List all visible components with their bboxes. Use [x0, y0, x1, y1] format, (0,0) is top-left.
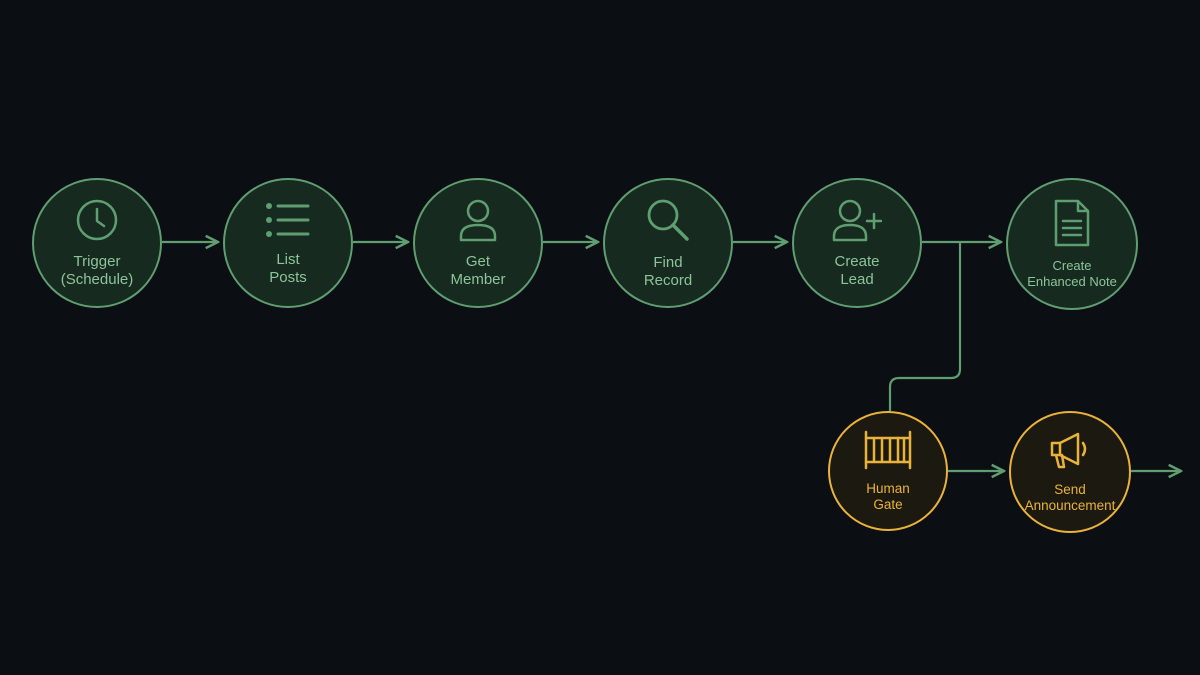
megaphone-icon: [1048, 431, 1092, 476]
node-label: Get Member: [450, 252, 506, 288]
node-list-posts[interactable]: List Posts: [223, 178, 353, 308]
node-label: Create Enhanced Note: [1027, 257, 1117, 289]
node-get-member[interactable]: Get Member: [413, 178, 543, 308]
node-find-record[interactable]: Find Record: [603, 178, 733, 308]
list-icon: [264, 200, 312, 245]
user-icon: [458, 198, 498, 247]
gate-icon: [862, 430, 914, 475]
clock-icon: [75, 198, 119, 247]
node-human-gate[interactable]: Human Gate: [828, 411, 948, 531]
node-label: Find Record: [643, 253, 693, 289]
node-label: Trigger (Schedule): [60, 252, 134, 288]
node-label: Send Announcement: [1024, 481, 1116, 513]
node-label: Create Lead: [834, 252, 880, 288]
node-label: List Posts: [269, 250, 307, 286]
node-trigger[interactable]: Trigger (Schedule): [32, 178, 162, 308]
node-create-lead[interactable]: Create Lead: [792, 178, 922, 308]
node-label: Human Gate: [866, 480, 910, 512]
document-icon: [1053, 199, 1091, 252]
user-plus-icon: [832, 198, 883, 247]
connector-create-lead-to-human-gate: [888, 242, 962, 411]
search-icon: [645, 197, 691, 248]
node-create-enhanced-note[interactable]: Create Enhanced Note: [1006, 178, 1138, 310]
node-send-announcement[interactable]: Send Announcement: [1009, 411, 1131, 533]
